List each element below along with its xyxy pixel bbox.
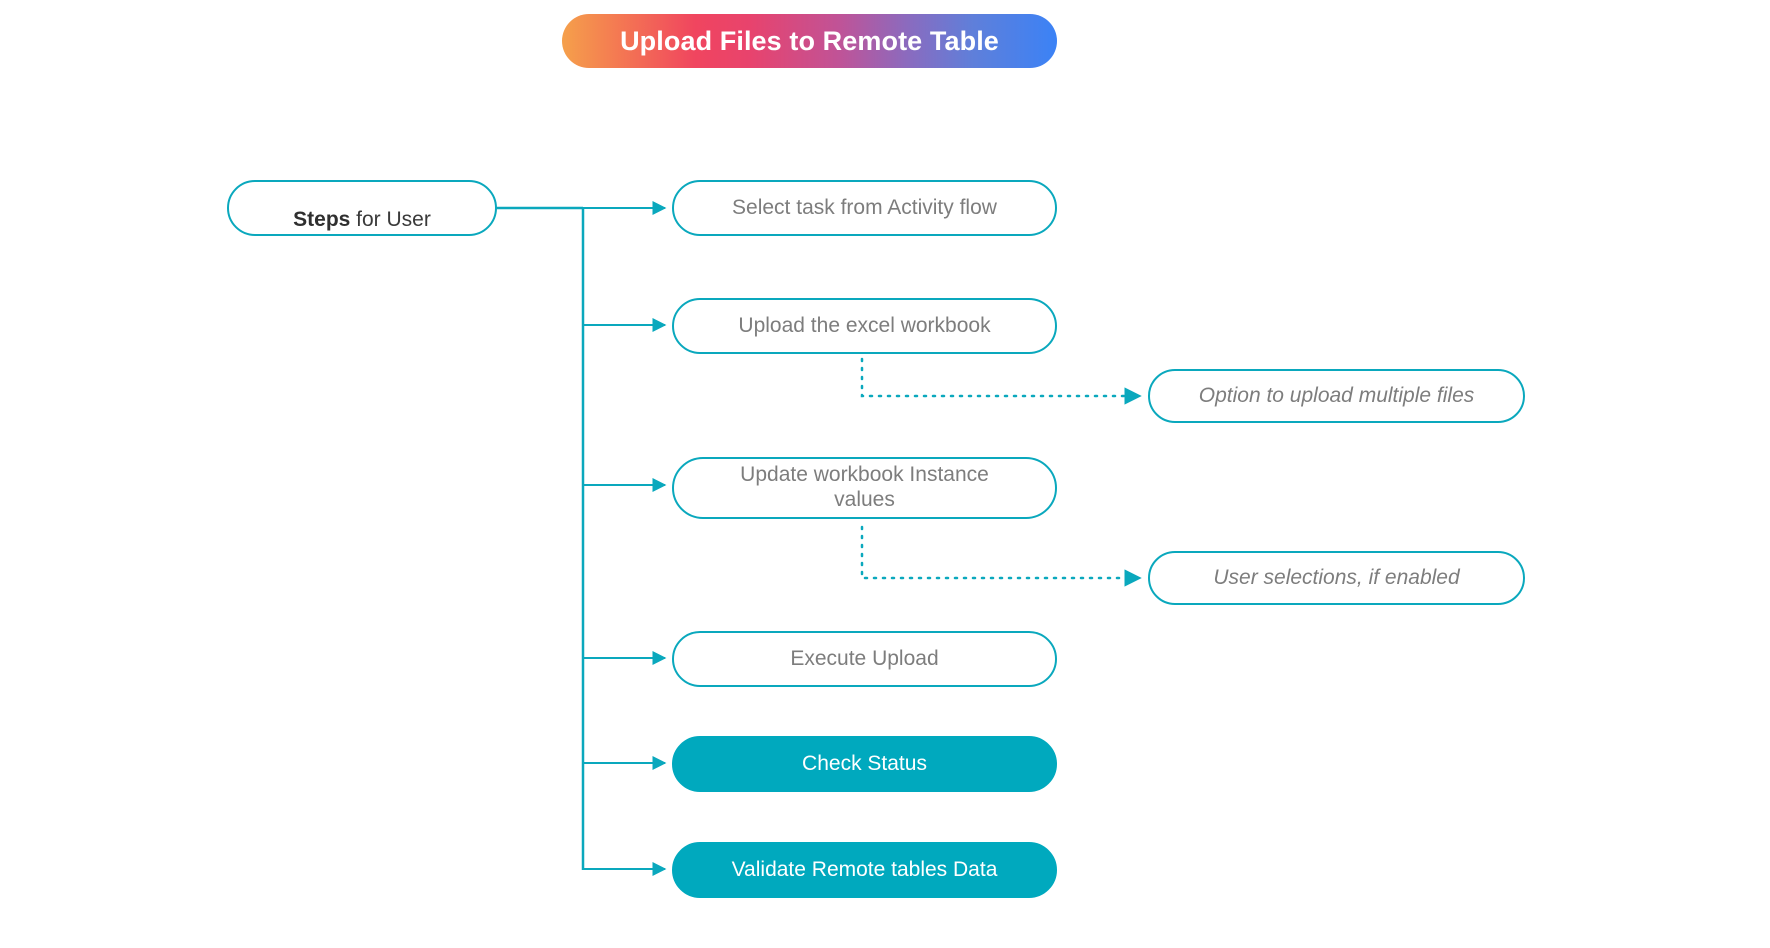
step-node-label: Select task from Activity flow	[732, 195, 997, 219]
annotation-node-label: User selections, if enabled	[1213, 565, 1460, 589]
step-node-label: Upload the excel workbook	[738, 313, 991, 337]
dotted-connector-user-selections	[860, 525, 1142, 587]
step-node-execute-upload[interactable]: Execute Upload	[672, 631, 1057, 687]
dotted-connector-multiple-files	[860, 348, 1142, 405]
step-node-label: Execute Upload	[790, 646, 939, 670]
step-node-select-task[interactable]: Select task from Activity flow	[672, 180, 1057, 236]
step-node-validate-data[interactable]: Validate Remote tables Data	[672, 842, 1057, 898]
root-node-label: Steps for User	[275, 183, 449, 233]
root-node-steps-for-user[interactable]: Steps for User	[227, 180, 497, 236]
annotation-node-user-selections[interactable]: User selections, if enabled	[1148, 551, 1525, 605]
annotation-node-multiple-files[interactable]: Option to upload multiple files	[1148, 369, 1525, 423]
root-node-label-bold: Steps	[293, 208, 351, 231]
step-node-check-status[interactable]: Check Status	[672, 736, 1057, 792]
step-node-update-instance[interactable]: Update workbook Instance values	[672, 457, 1057, 519]
page-title: Upload Files to Remote Table	[620, 25, 999, 56]
step-node-upload-workbook[interactable]: Upload the excel workbook	[672, 298, 1057, 354]
step-node-label: Check Status	[802, 751, 927, 775]
step-node-label: Validate Remote tables Data	[731, 857, 998, 881]
step-node-label: Update workbook Instance values	[740, 463, 989, 511]
root-node-label-rest: for User	[350, 208, 431, 231]
trunk-path	[496, 206, 585, 870]
page-title-banner: Upload Files to Remote Table	[562, 14, 1057, 68]
annotation-node-label: Option to upload multiple files	[1198, 383, 1475, 407]
